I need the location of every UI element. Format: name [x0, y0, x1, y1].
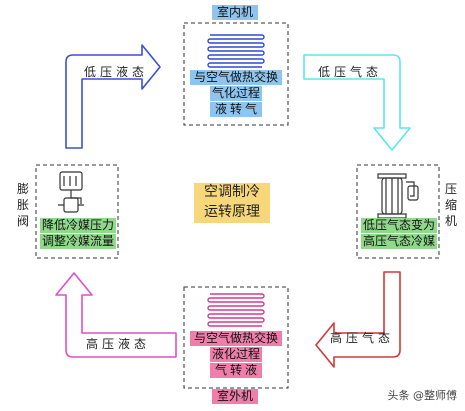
indoor-unit-box — [183, 22, 289, 126]
outdoor-coil-icon — [207, 293, 265, 327]
expansion-valve-label: 膨胀阀 — [16, 182, 29, 228]
compressor-box — [356, 164, 440, 259]
flow-label-low-pressure-gas: 低压气态 — [318, 65, 383, 79]
indoor-unit-title: 室内机 — [212, 5, 258, 20]
center-title-line-1: 空调制冷 — [204, 185, 260, 200]
arrow-high-pressure-liquid — [55, 272, 177, 358]
flow-label-low-pressure-liquid: 低压液态 — [84, 65, 149, 79]
compressor-step-1: 低压气态变为 — [361, 218, 437, 233]
center-title-line-2: 运转原理 — [204, 205, 260, 220]
watermark: 头条 @整师傅 — [387, 389, 458, 402]
expansion-valve-box — [35, 164, 119, 259]
arrow-low-pressure-gas — [303, 54, 411, 151]
outdoor-unit-title: 室外机 — [212, 389, 258, 404]
outdoor-step-1: 与空气做热交换 — [190, 331, 282, 346]
indoor-coil-icon — [207, 34, 265, 68]
expansion-valve-step-1: 降低冷媒压力 — [40, 218, 116, 233]
expansion-valve-icon — [58, 171, 84, 213]
indoor-step-2: 气化过程 — [210, 86, 262, 101]
indoor-step-1: 与空气做热交换 — [190, 70, 282, 85]
compressor-step-2: 高压气态冷媒 — [361, 234, 437, 249]
expansion-valve-step-2: 调整冷媒流量 — [40, 234, 116, 249]
outdoor-step-2: 液化过程 — [210, 347, 262, 362]
center-title: 空调制冷 运转原理 — [194, 183, 270, 223]
flow-label-high-pressure-gas: 高压气态 — [330, 331, 395, 345]
outdoor-step-3: 气 转 液 — [210, 363, 262, 378]
outdoor-unit-box — [183, 286, 289, 389]
arrow-low-pressure-liquid — [65, 44, 161, 149]
compressor-label: 压缩机 — [444, 182, 457, 228]
flow-label-high-pressure-liquid: 高压液态 — [86, 337, 151, 351]
compressor-icon — [377, 173, 419, 219]
arrow-high-pressure-gas — [315, 271, 401, 368]
indoor-step-3: 液 转 气 — [210, 102, 262, 117]
